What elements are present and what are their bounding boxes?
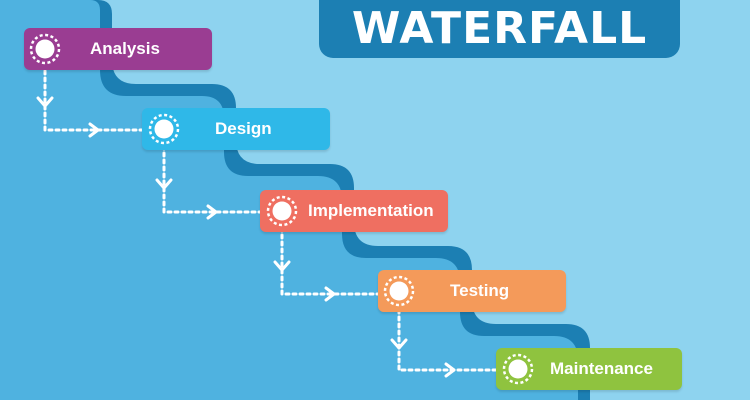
step-node-icon xyxy=(266,195,298,227)
step-node-icon xyxy=(502,353,534,385)
step-testing xyxy=(378,270,566,312)
step-implementation-label: Implementation xyxy=(308,201,434,220)
step-analysis xyxy=(24,28,212,70)
step-node-icon xyxy=(148,113,180,145)
arrow-right-icon xyxy=(444,362,456,378)
step-testing-label: Testing xyxy=(450,281,510,300)
page-title: WATERFALL xyxy=(351,3,648,54)
connector-implementation-testing xyxy=(280,226,386,296)
arrow-down-icon xyxy=(155,178,173,190)
connector-testing-maintenance xyxy=(397,308,504,372)
connector-analysis-design xyxy=(43,62,150,132)
step-node-icon xyxy=(29,33,61,65)
arrow-right-icon xyxy=(88,122,100,138)
arrow-right-icon xyxy=(206,204,218,220)
step-node-icon xyxy=(383,275,415,307)
arrow-down-icon xyxy=(273,260,291,272)
step-maintenance-label: Maintenance xyxy=(550,359,653,378)
arrow-down-icon xyxy=(390,338,408,350)
step-design-label: Design xyxy=(215,119,272,138)
step-analysis-label: Analysis xyxy=(90,39,160,58)
connector-design-implementation xyxy=(162,144,270,214)
arrow-right-icon xyxy=(324,286,336,302)
title-banner: WATERFALL xyxy=(319,0,680,58)
arrow-down-icon xyxy=(36,96,54,108)
